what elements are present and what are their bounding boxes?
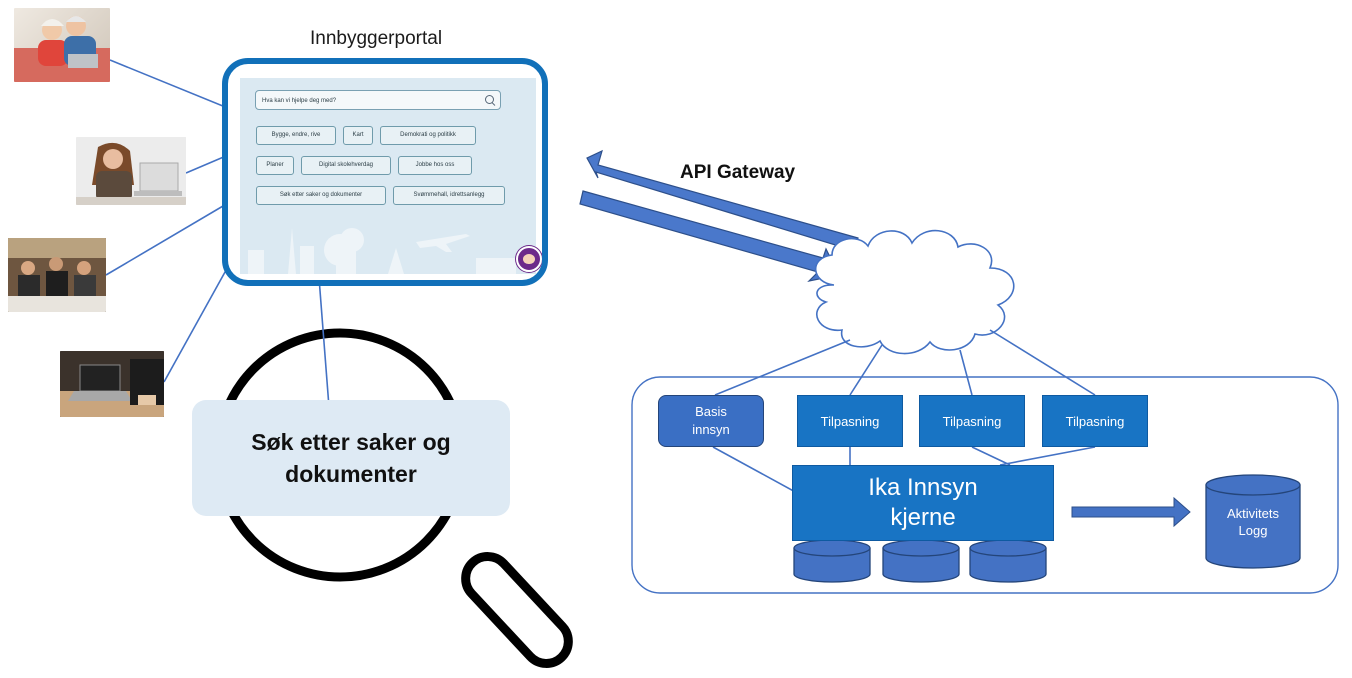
search-icon[interactable] xyxy=(485,95,494,104)
user-photo-meeting xyxy=(8,238,106,312)
portal-button-bygge[interactable]: Bygge, endre, rive xyxy=(256,126,336,145)
basis-innsyn-line-1: Basis xyxy=(695,404,727,419)
connector-user-1 xyxy=(109,59,241,114)
activity-log-line-1: Aktivitets xyxy=(1226,506,1279,521)
tilpasning-box-2: Tilpasning xyxy=(919,395,1025,447)
portal-title: Innbyggerportal xyxy=(310,28,443,49)
portal-button-planer[interactable]: Planer xyxy=(256,156,294,175)
chatbot-avatar-icon[interactable] xyxy=(516,246,542,272)
arrow-to-portal xyxy=(586,149,859,252)
user-photo-seniors xyxy=(14,8,110,82)
portal-search-placeholder: Hva kan vi hjelpe deg med? xyxy=(262,98,337,104)
basis-innsyn-line-2: innsyn xyxy=(692,422,730,437)
portal-button-skole[interactable]: Digital skolehverdag xyxy=(301,156,391,175)
connector-user-3 xyxy=(105,195,241,276)
activity-log-label: Aktivitets Logg xyxy=(1206,505,1300,539)
kjerne-line-1: Ika Innsyn xyxy=(868,474,978,501)
portal-screenshot-frame: Hva kan vi hjelpe deg med? Bygge, endre,… xyxy=(222,58,548,286)
database-activity-log xyxy=(1205,474,1301,569)
user-connectors xyxy=(105,59,241,383)
search-callout-text: Søk etter saker og dokumenter xyxy=(251,429,451,487)
basis-innsyn-box: Basis innsyn xyxy=(658,395,764,447)
portal-screen: Hva kan vi hjelpe deg med? Bygge, endre,… xyxy=(240,78,542,274)
tilpasning-box-1: Tilpasning xyxy=(797,395,903,447)
kjerne-line-2: kjerne xyxy=(890,504,956,531)
database-2 xyxy=(882,539,960,583)
databases xyxy=(793,474,1301,583)
search-callout: Søk etter saker og dokumenter xyxy=(192,400,510,516)
api-gateway-label: API Gateway xyxy=(680,162,796,183)
portal-button-svommehall[interactable]: Svømmehall, idrettsanlegg xyxy=(393,186,505,205)
cloud-icon xyxy=(814,229,1015,355)
portal-search-input[interactable]: Hva kan vi hjelpe deg med? xyxy=(255,90,501,110)
portal-skyline-illustration xyxy=(248,228,516,274)
user-photo-woman-laptop xyxy=(76,137,186,205)
portal-button-kart[interactable]: Kart xyxy=(343,126,373,145)
arrow-to-log xyxy=(1071,496,1191,528)
portal-button-jobbe[interactable]: Jobbe hos oss xyxy=(398,156,472,175)
database-1 xyxy=(793,539,871,583)
activity-log-line-2: Logg xyxy=(1238,523,1268,538)
tilpasning-box-3: Tilpasning xyxy=(1042,395,1148,447)
ika-innsyn-kjerne-box: Ika Innsyn kjerne xyxy=(792,465,1054,541)
portal-button-demokrati[interactable]: Demokrati og politikk xyxy=(380,126,476,145)
portal-button-sok-saker[interactable]: Søk etter saker og dokumenter xyxy=(256,186,386,205)
user-photo-laptop-desk xyxy=(60,351,164,417)
database-3 xyxy=(969,539,1047,583)
cloud-connectors xyxy=(714,329,1096,396)
